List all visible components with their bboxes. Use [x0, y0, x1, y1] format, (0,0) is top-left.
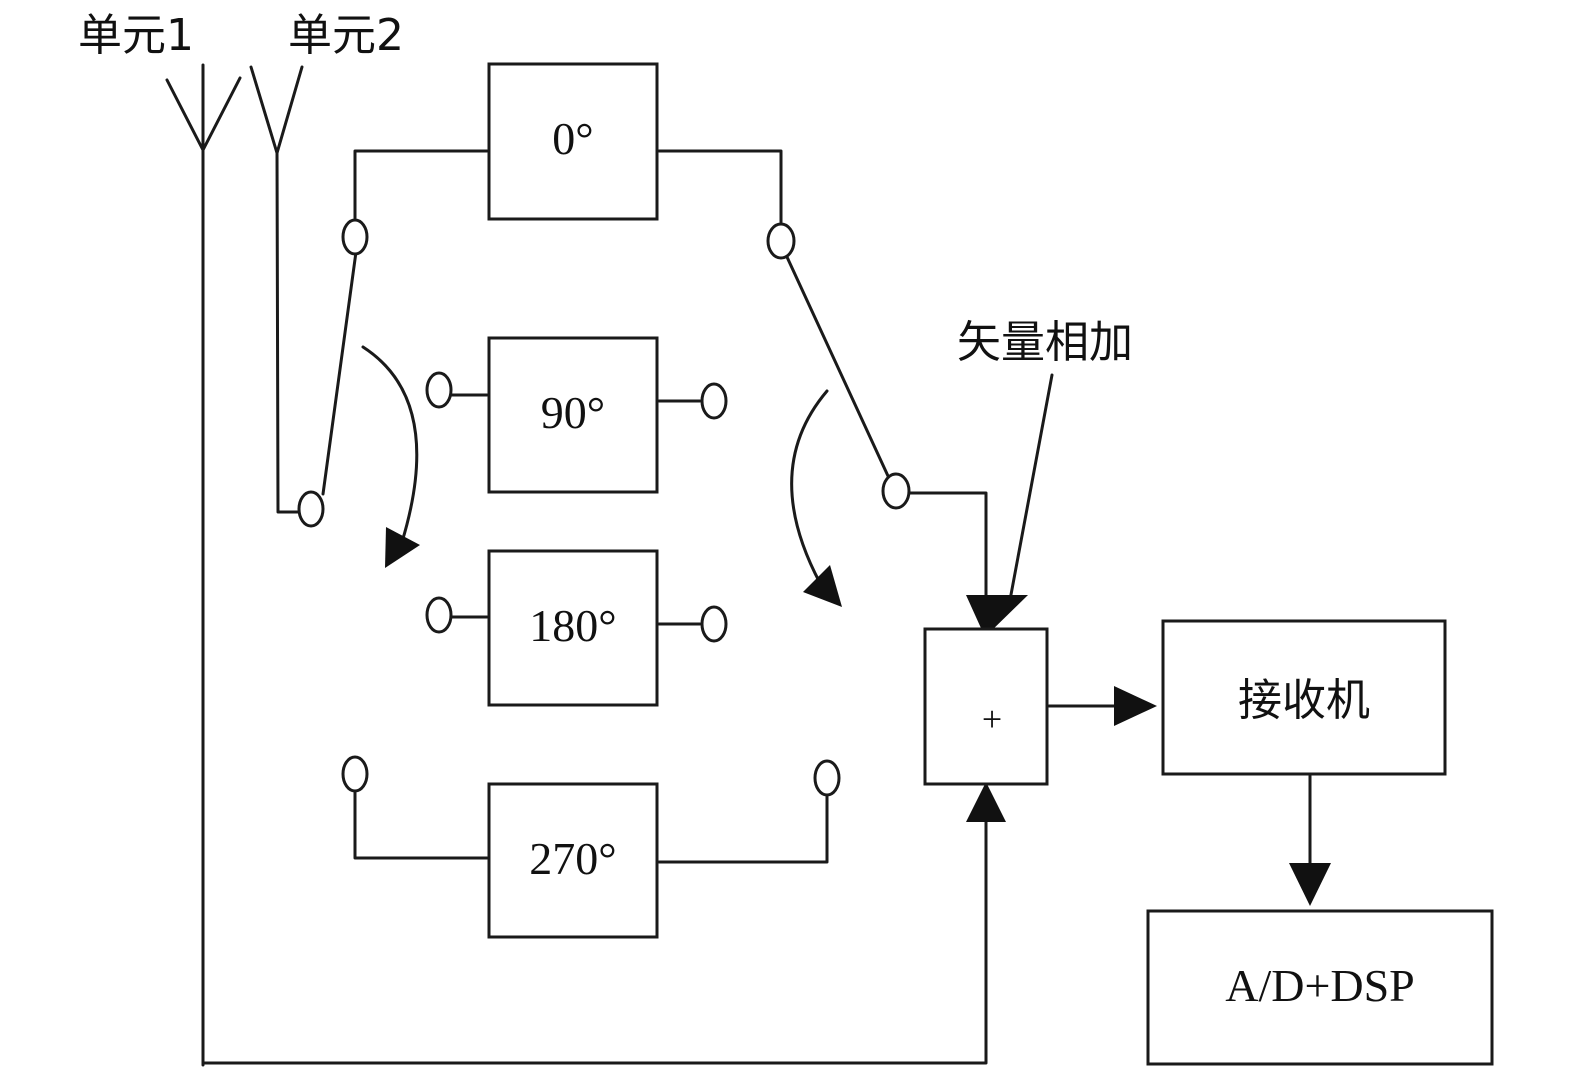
right-switch-blade — [785, 255, 890, 478]
arrowhead-to-adder-top — [966, 595, 1028, 637]
phase-90-label: 90° — [541, 387, 605, 438]
phase-shifter-180: 180° — [487, 549, 659, 707]
arrowhead-to-dsp — [1289, 863, 1331, 906]
phase-0-label: 0° — [552, 113, 593, 164]
switch-output-line — [908, 491, 988, 602]
left-terminal-90 — [425, 371, 453, 409]
arrowhead-to-receiver — [1114, 686, 1157, 726]
unit1-feed-line — [201, 813, 988, 1065]
left-switch-pivot — [297, 490, 325, 528]
left-switch-blade — [321, 250, 358, 496]
right-rotation-arrow — [790, 389, 842, 607]
antenna-unit1-label: 单元1 — [78, 10, 194, 61]
antenna-unit2-icon — [249, 65, 304, 514]
wire-270-right — [657, 790, 829, 864]
right-terminal-180 — [700, 605, 728, 643]
antenna-unit1-icon — [165, 63, 242, 1067]
adc-dsp-label: A/D+DSP — [1225, 960, 1415, 1011]
left-terminal-270 — [341, 755, 369, 793]
receiver-label: 接收机 — [1238, 675, 1370, 726]
antenna-unit2-label: 单元2 — [288, 10, 404, 61]
switch-terminals — [297, 218, 911, 797]
vector-add-pointer — [1008, 373, 1054, 602]
right-terminal-90 — [700, 382, 728, 420]
adder-block: + — [923, 627, 1049, 786]
right-terminal-270 — [813, 759, 841, 797]
adder-plus-symbol: + — [982, 699, 1002, 739]
phase-shifter-0: 0° — [487, 62, 659, 221]
phase-shifter-270: 270° — [487, 782, 659, 939]
vector-add-label: 矢量相加 — [957, 317, 1133, 368]
wire-0-right — [657, 149, 783, 230]
receiver-block: 接收机 — [1161, 619, 1447, 776]
adc-dsp-block: A/D+DSP — [1146, 909, 1494, 1066]
right-terminal-0 — [766, 222, 796, 260]
arrowhead-to-adder-bottom — [966, 782, 1006, 822]
left-rotation-arrow — [361, 345, 420, 568]
wire-270-left — [353, 787, 489, 860]
right-switch-pivot — [881, 472, 911, 510]
phase-180-label: 180° — [529, 600, 616, 651]
left-terminal-180 — [425, 596, 453, 634]
wire-0-left — [353, 149, 489, 226]
phase-shifter-90: 90° — [487, 336, 659, 494]
left-terminal-0 — [341, 218, 369, 256]
phase-270-label: 270° — [529, 833, 616, 884]
